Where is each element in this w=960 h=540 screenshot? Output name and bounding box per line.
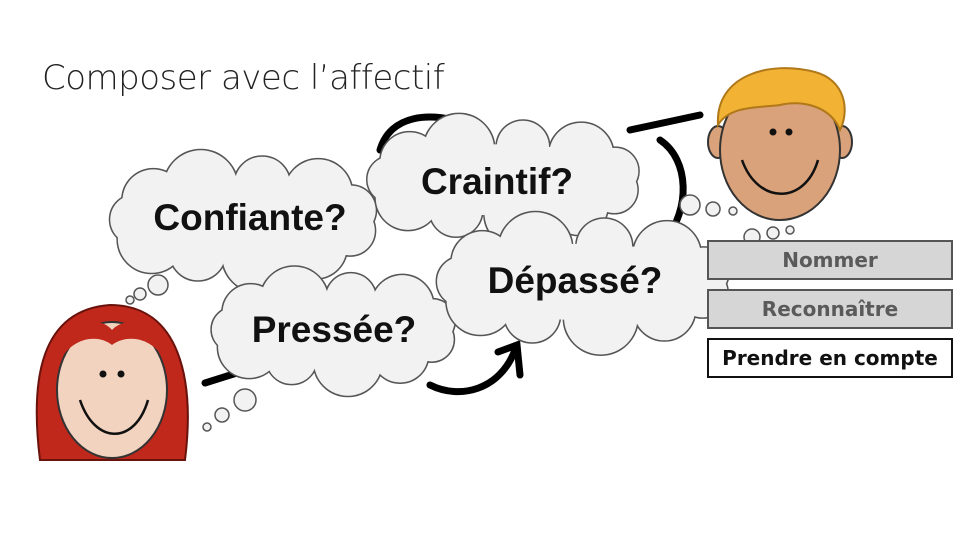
cloud-label-depasse: Dépassé?: [487, 260, 663, 301]
arrow-bottom: [426, 346, 519, 396]
cloud-label-pressee: Pressée?: [251, 309, 417, 350]
arrow-to-man: [626, 111, 704, 134]
thought-bubbles: [125, 194, 795, 432]
thought-cloud-pressee: [210, 265, 457, 398]
slide-title: Composer avec l’affectif: [42, 58, 445, 98]
step-nommer: Nommer: [707, 240, 953, 280]
arrow-bottom-head: [494, 340, 524, 379]
step-prendre-en-compte: Prendre en compte: [707, 338, 953, 378]
man-avatar: [707, 67, 853, 221]
cloud-label-confiante: Confiante?: [153, 197, 347, 238]
cloud-label-craintif: Craintif?: [420, 161, 574, 202]
thought-cloud-craintif: [366, 112, 640, 250]
thought-cloud-depasse: [435, 210, 730, 356]
woman-avatar: [35, 303, 189, 461]
step-reconnaitre: Reconnaître: [707, 289, 953, 329]
